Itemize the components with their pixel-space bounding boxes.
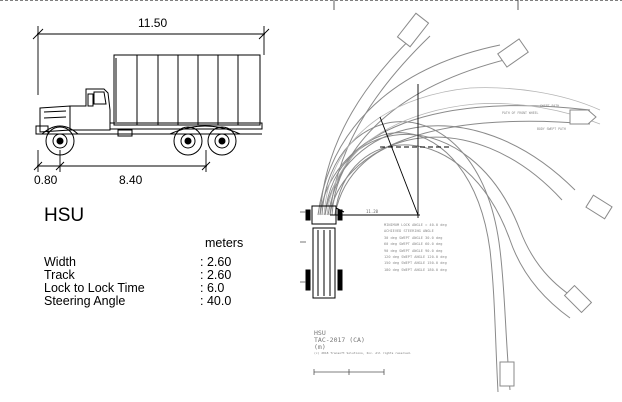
stamp-vehicle: HSU xyxy=(314,329,326,337)
note-line: 120 deg SWEPT ANGLE 120.0 deg xyxy=(384,255,447,260)
truck-side-view xyxy=(35,54,263,156)
spec-value-width: : 2.60 xyxy=(200,255,232,269)
spec-label-track: Track xyxy=(44,268,75,282)
overall-length-label: 11.50 xyxy=(138,16,168,30)
spec-value-track: : 2.60 xyxy=(200,268,232,282)
units-label: meters xyxy=(205,236,244,250)
turning-center xyxy=(330,84,452,218)
radius-label: 11.20 xyxy=(366,209,379,214)
overall-length-dimension xyxy=(32,26,270,95)
wheelbase-label: 8.40 xyxy=(119,173,143,187)
note-line: MINIMUM LOCK ANGLE = 40.0 deg xyxy=(384,223,447,227)
spec-label-lock-time: Lock to Lock Time xyxy=(44,281,145,295)
rear-wheel-2 xyxy=(207,126,237,156)
cab xyxy=(69,88,111,131)
callout-front-wheel: PATH OF FRONT WHEEL xyxy=(502,111,539,115)
truck-plan-view xyxy=(305,205,345,299)
spec-value-steering-angle: : 40.0 xyxy=(200,294,232,308)
swept-paths xyxy=(317,24,591,393)
stamp-standard: TAC-2017 (CA) xyxy=(314,336,365,344)
note-line: 30 deg SWEPT ANGLE 30.0 deg xyxy=(384,235,443,240)
callout-swept-path: SWEPT PATH xyxy=(540,104,560,108)
scale-bar xyxy=(313,369,385,375)
note-line: 90 deg SWEPT ANGLE 90.0 deg xyxy=(384,248,443,253)
callout-body-swept: BODY SWEPT PATH xyxy=(537,127,566,131)
vehicle-name: HSU xyxy=(44,205,85,226)
rear-wheel-1 xyxy=(173,126,203,156)
stamp-units: (m) xyxy=(314,343,326,351)
path-end-arrows xyxy=(396,12,613,387)
spec-label-width: Width xyxy=(44,255,76,269)
note-line: 150 deg SWEPT ANGLE 150.0 deg xyxy=(384,261,447,266)
note-line: 60 deg SWEPT ANGLE 60.0 deg xyxy=(384,242,443,247)
note-line: ACHIEVED STEERING ANGLE xyxy=(384,229,434,234)
spec-value-lock-time: : 6.0 xyxy=(200,281,225,295)
stamp: HSU TAC-2017 (CA) (m) (c) 2018 Transoft … xyxy=(314,330,412,356)
swept-paths-faint xyxy=(323,87,601,216)
hood xyxy=(39,105,71,133)
sheet-border xyxy=(0,0,622,10)
note-line: 180 deg SWEPT ANGLE 180.0 deg xyxy=(384,267,447,272)
spec-label-steering-angle: Steering Angle xyxy=(44,294,126,308)
stamp-copyright: (c) 2018 Transoft Solutions, Inc. All ri… xyxy=(314,351,412,355)
turning-notes: MINIMUM LOCK ANGLE = 40.0 deg ACHIEVED S… xyxy=(384,222,447,273)
front-overhang-label: 0.80 xyxy=(34,173,58,187)
wheelbase-dimension xyxy=(33,150,211,172)
cargo-box xyxy=(113,54,261,126)
plan-tick-marks xyxy=(300,211,306,283)
